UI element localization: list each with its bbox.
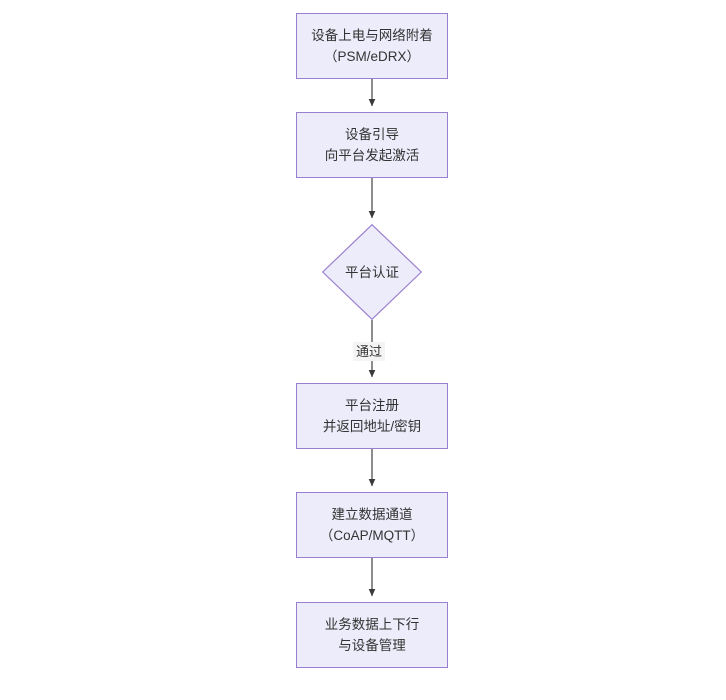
diamond-icon xyxy=(322,224,422,320)
node-line: （CoAP/MQTT） xyxy=(319,528,425,543)
edge-label-text: 通过 xyxy=(356,344,383,359)
node-business-data-and-device-management[interactable]: 业务数据上下行 与设备管理 xyxy=(296,602,448,668)
node-line: 平台认证 xyxy=(345,264,399,280)
edge-label-pass: 通过 xyxy=(353,342,386,361)
node-line: 设备上电与网络附着 xyxy=(311,28,433,43)
node-line: 并返回地址/密钥 xyxy=(322,419,422,434)
node-device-bootstrap[interactable]: 设备引导 向平台发起激活 xyxy=(296,112,448,178)
node-line: 向平台发起激活 xyxy=(324,148,420,163)
node-platform-authentication[interactable]: 平台认证 xyxy=(322,224,422,320)
node-line: 平台注册 xyxy=(345,398,399,413)
node-line: 业务数据上下行 xyxy=(324,617,420,632)
node-platform-registration[interactable]: 平台注册 并返回地址/密钥 xyxy=(296,383,448,449)
node-line: （PSM/eDRX） xyxy=(323,49,421,64)
node-line: 与设备管理 xyxy=(338,638,406,653)
node-line: 建立数据通道 xyxy=(331,507,413,522)
node-establish-data-channel[interactable]: 建立数据通道 （CoAP/MQTT） xyxy=(296,492,448,558)
node-line: 设备引导 xyxy=(345,127,399,142)
node-device-power-on[interactable]: 设备上电与网络附着 （PSM/eDRX） xyxy=(296,13,448,79)
